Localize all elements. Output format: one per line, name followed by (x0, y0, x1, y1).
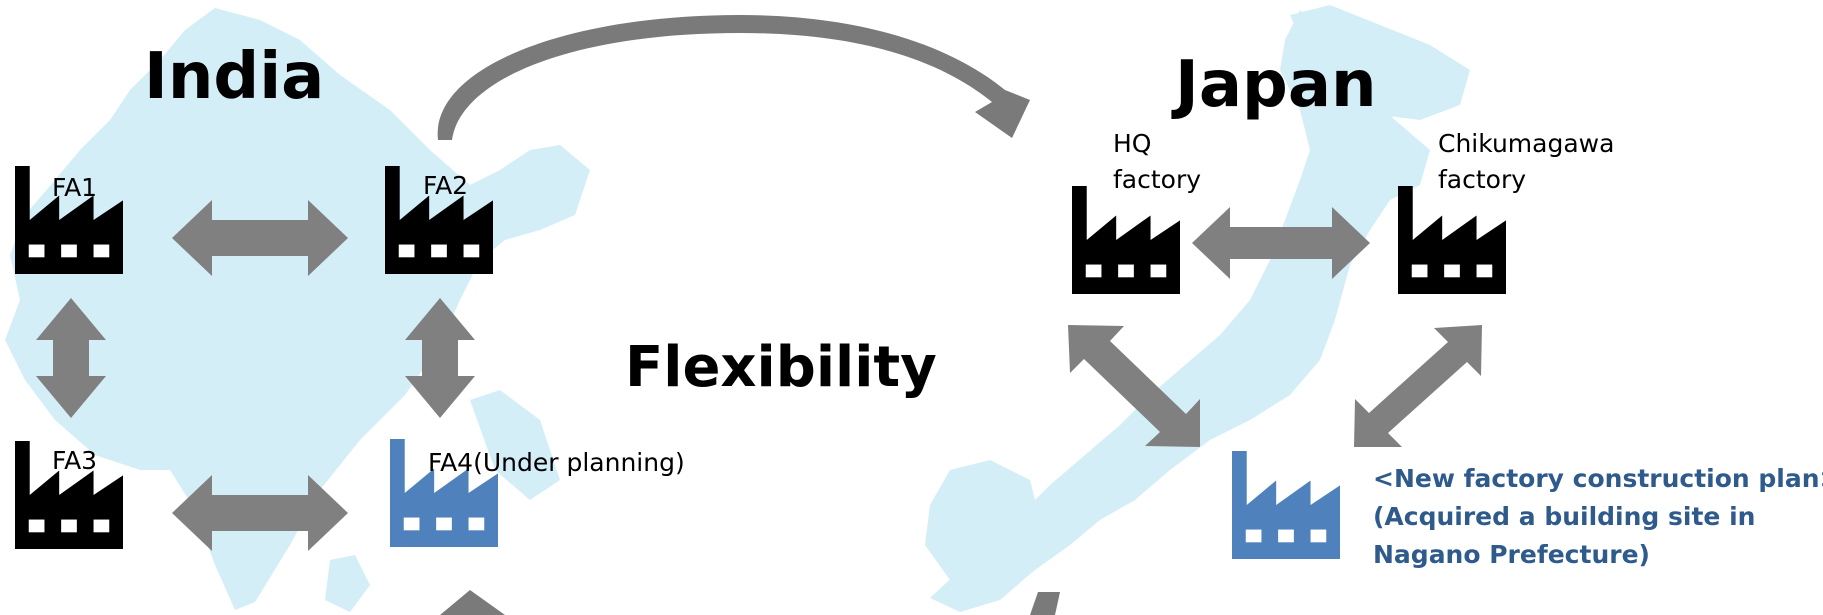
chikumagawa-label-line1: Chikumagawa (1438, 129, 1615, 158)
chikumagawa-label: Chikumagawa factory (1438, 126, 1614, 198)
fa3-label: FA3 (52, 446, 98, 475)
japan-title: Japan (1175, 48, 1377, 122)
arrow-hq-chikumagawa (1192, 207, 1370, 279)
flexibility-arrow-top (437, 15, 1030, 140)
new-factory-icon (1232, 451, 1340, 559)
india-title: India (144, 40, 325, 114)
plan-line2: (Acquired a building site in (1373, 502, 1756, 531)
fa2-label: FA2 (423, 171, 469, 200)
sri-lanka-map (325, 555, 370, 612)
chikumagawa-factory-icon (1398, 186, 1506, 294)
hq-label: HQ factory (1113, 126, 1201, 198)
hq-factory-icon (1072, 186, 1180, 294)
flexibility-arrow-bottom-right (1030, 592, 1060, 615)
bay-islands (470, 390, 560, 500)
kyushu-map (925, 460, 1040, 585)
plan-line1: <New factory construction plan> (1373, 464, 1823, 493)
new-factory-plan-text: <New factory construction plan> (Acquire… (1373, 460, 1823, 574)
arrow-hq-new (1068, 325, 1200, 447)
hq-label-line1: HQ (1113, 129, 1152, 158)
hq-label-line2: factory (1113, 165, 1202, 194)
arrow-chikumagawa-new (1354, 325, 1482, 447)
arrow-fa2-fa4 (405, 298, 475, 418)
arrow-fa1-fa2 (172, 200, 348, 276)
india-map (5, 8, 590, 610)
flexibility-arrow-bottom-left (440, 590, 505, 615)
japan-map (930, 10, 1430, 612)
arrow-fa3-fa4 (172, 475, 348, 551)
chikumagawa-label-line2: factory (1438, 165, 1527, 194)
flexibility-label: Flexibility (625, 335, 937, 400)
hokkaido-map (1290, 5, 1470, 120)
fa1-label: FA1 (52, 173, 98, 202)
arrow-fa1-fa3 (36, 298, 106, 418)
fa4-label: FA4(Under planning) (428, 448, 685, 477)
plan-line3: Nagano Prefecture) (1373, 540, 1650, 569)
